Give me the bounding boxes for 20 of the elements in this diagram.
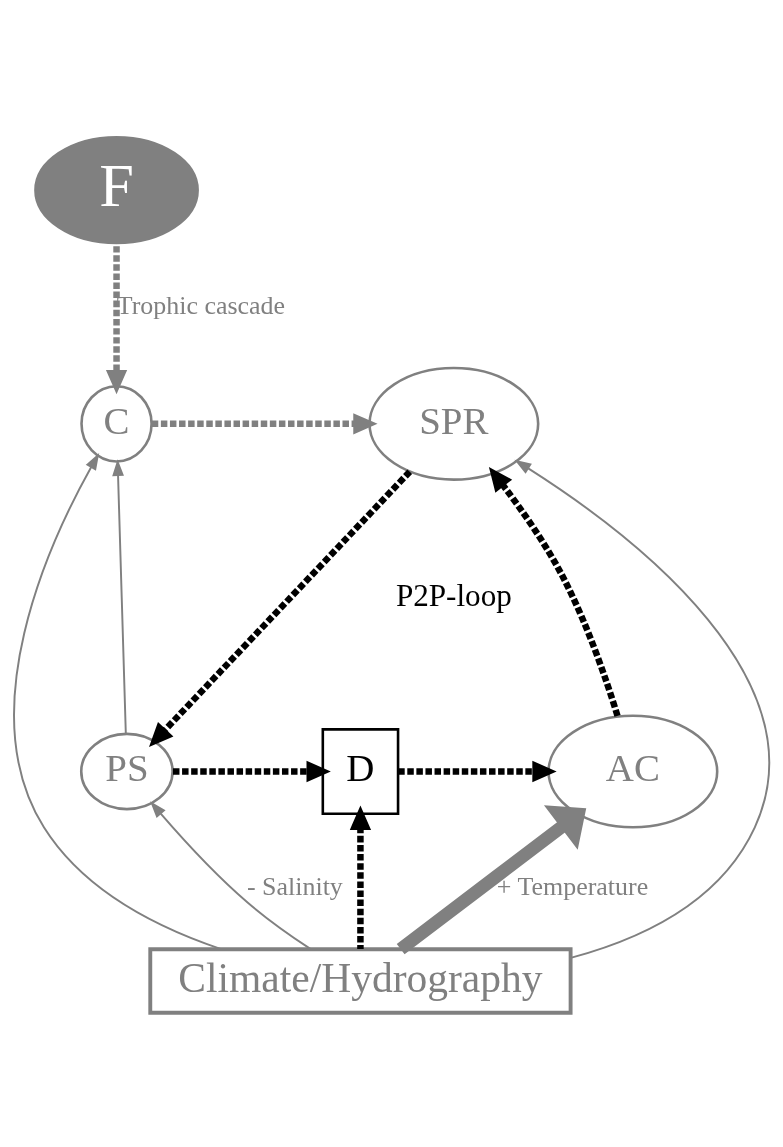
arrow — [151, 413, 378, 435]
arrow — [112, 459, 127, 735]
node-box: D — [321, 728, 400, 815]
arrow — [150, 801, 312, 950]
label: P2P-loop — [395, 577, 512, 613]
edge-label: + Temperature — [496, 871, 649, 901]
arrow — [488, 466, 621, 718]
node-ellipse: AC — [547, 714, 719, 829]
arrow — [514, 459, 770, 959]
node-circle: C — [80, 384, 153, 463]
node-box: Climate/Hydrography — [148, 947, 573, 1015]
node-ellipse: PS — [79, 732, 174, 811]
node-ellipse: SPR — [368, 366, 540, 481]
arrow — [149, 469, 413, 747]
arrow — [105, 246, 128, 395]
edge-label: - Salinity — [247, 871, 343, 901]
arrow — [396, 805, 587, 955]
arrow — [398, 760, 557, 783]
arrow — [13, 453, 223, 951]
edge-label: Trophic cascade — [116, 290, 286, 320]
